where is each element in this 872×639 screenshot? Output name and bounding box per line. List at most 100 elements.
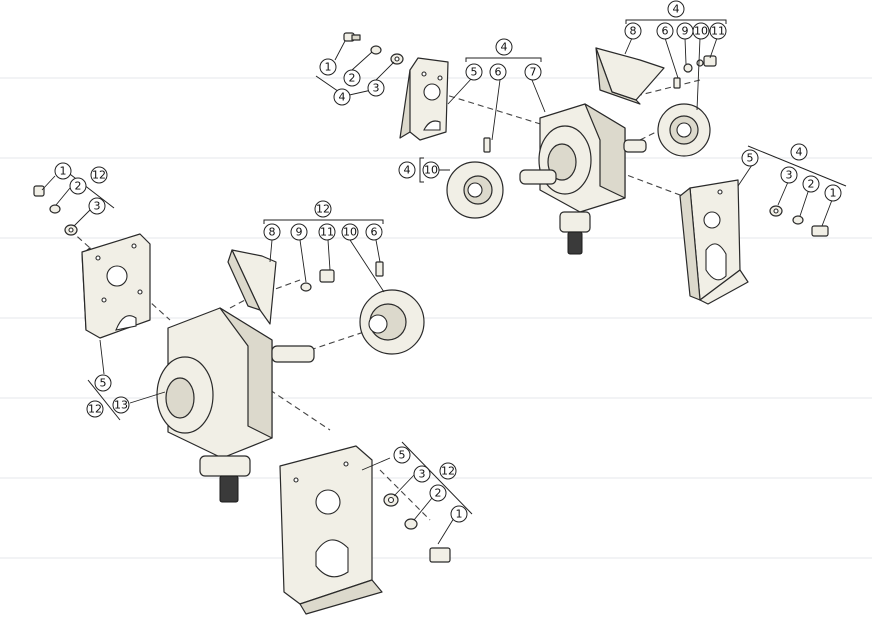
lower-assembly-axis: [69, 229, 431, 521]
balloon: 4: [495, 38, 513, 56]
balloon: 12: [314, 200, 332, 218]
svg-text:5: 5: [399, 449, 406, 462]
upper-input-shaft: [519, 169, 557, 185]
lower-top-hardware: [300, 261, 384, 292]
balloon: 10: [341, 223, 359, 241]
upper-output-shaft: [567, 231, 583, 255]
balloon: 11: [709, 22, 727, 40]
upper-lock-washer: [370, 45, 382, 55]
balloon: 12: [86, 400, 104, 418]
upper-right-bracket: [679, 179, 749, 305]
svg-text:4: 4: [796, 146, 803, 159]
upper-bracket-right: [747, 145, 847, 187]
upper-mounting-plate: [399, 57, 449, 141]
lower-bracket-left-bottom: [87, 379, 121, 421]
svg-text:4: 4: [673, 3, 680, 16]
svg-text:10: 10: [343, 226, 357, 239]
svg-text:5: 5: [747, 152, 754, 165]
balloon: 8: [263, 223, 281, 241]
balloon: 5: [465, 63, 483, 81]
lower-left-screw-set: [33, 185, 78, 236]
upper-top-bracket: [595, 47, 665, 105]
balloon: 5: [94, 374, 112, 392]
balloon: 8: [624, 22, 642, 40]
svg-text:2: 2: [349, 72, 356, 85]
lower-output-shaft: [219, 475, 239, 503]
balloon: 4: [790, 143, 808, 161]
lower-left-plate: [81, 233, 151, 339]
balloon: 10: [692, 22, 710, 40]
lower-bottom-screw-set: [383, 493, 451, 563]
svg-text:6: 6: [371, 226, 378, 239]
svg-text:4: 4: [339, 91, 346, 104]
balloon: 4: [333, 88, 351, 106]
balloon: 9: [676, 22, 694, 40]
svg-text:6: 6: [662, 25, 669, 38]
upper-bracket-top: [465, 57, 542, 62]
upper-side-shaft: [623, 139, 647, 153]
svg-text:3: 3: [94, 200, 101, 213]
svg-text:6: 6: [495, 66, 502, 79]
upper-right-screw-set: [769, 205, 829, 237]
upper-gearbox: [519, 103, 647, 255]
balloon: 3: [413, 465, 431, 483]
upper-assembly: 1 2 3 4 4 5 6 7 4 8 6 9 10 11 4 10 5 4 3…: [315, 0, 847, 305]
svg-text:11: 11: [711, 25, 725, 38]
svg-text:9: 9: [296, 226, 303, 239]
svg-text:12: 12: [88, 403, 102, 416]
balloon: 1: [824, 184, 842, 202]
upper-bracket-sprocket: [419, 157, 424, 183]
balloon: 6: [365, 223, 383, 241]
upper-bolt-shank: [351, 34, 361, 41]
upper-key: [673, 77, 681, 89]
lower-bracket-bottom: [401, 441, 473, 515]
svg-text:1: 1: [830, 187, 837, 200]
balloon: 2: [343, 69, 361, 87]
lower-top-bracket: [227, 249, 277, 325]
balloon: 3: [780, 166, 798, 184]
svg-text:1: 1: [60, 165, 67, 178]
lower-bottom-bracket: [279, 445, 383, 615]
svg-text:2: 2: [808, 178, 815, 191]
lower-sprocket: [359, 289, 425, 355]
upper-top-hardware: [673, 55, 717, 89]
balloon: 4: [667, 0, 685, 18]
upper-sprocket-key: [483, 137, 491, 153]
svg-text:2: 2: [75, 180, 82, 193]
lower-assembly: 1 2 3 12 5 12 13 12 8 9 11 10 6 5 3 12 2…: [33, 162, 473, 615]
balloon: 2: [802, 175, 820, 193]
balloon: 6: [489, 63, 507, 81]
svg-text:8: 8: [630, 25, 637, 38]
upper-screw-set: [343, 32, 404, 65]
balloon: 9: [290, 223, 308, 241]
balloon: 2: [69, 177, 87, 195]
lower-input-shaft: [271, 345, 315, 363]
balloon: 13: [112, 396, 130, 414]
balloon: 10: [422, 161, 440, 179]
balloon: 2: [429, 484, 447, 502]
lower-bracket-top: [263, 219, 384, 224]
svg-text:13: 13: [114, 399, 128, 412]
svg-text:10: 10: [694, 25, 708, 38]
upper-right-bolt: [811, 225, 829, 237]
balloon: 5: [393, 446, 411, 464]
balloon: 3: [367, 79, 385, 97]
balloon: 12: [90, 166, 108, 184]
svg-text:3: 3: [419, 468, 426, 481]
svg-text:4: 4: [404, 164, 411, 177]
svg-text:11: 11: [320, 226, 334, 239]
svg-text:3: 3: [373, 82, 380, 95]
svg-text:10: 10: [424, 164, 438, 177]
balloon: 1: [54, 162, 72, 180]
svg-text:4: 4: [501, 41, 508, 54]
balloon: 4: [398, 161, 416, 179]
lower-gearbox: [156, 307, 315, 503]
upper-left-sprocket: [446, 137, 504, 219]
balloon: 3: [88, 197, 106, 215]
svg-text:5: 5: [471, 66, 478, 79]
balloon: 12: [439, 462, 457, 480]
svg-text:9: 9: [682, 25, 689, 38]
svg-text:1: 1: [456, 508, 463, 521]
svg-text:5: 5: [100, 377, 107, 390]
